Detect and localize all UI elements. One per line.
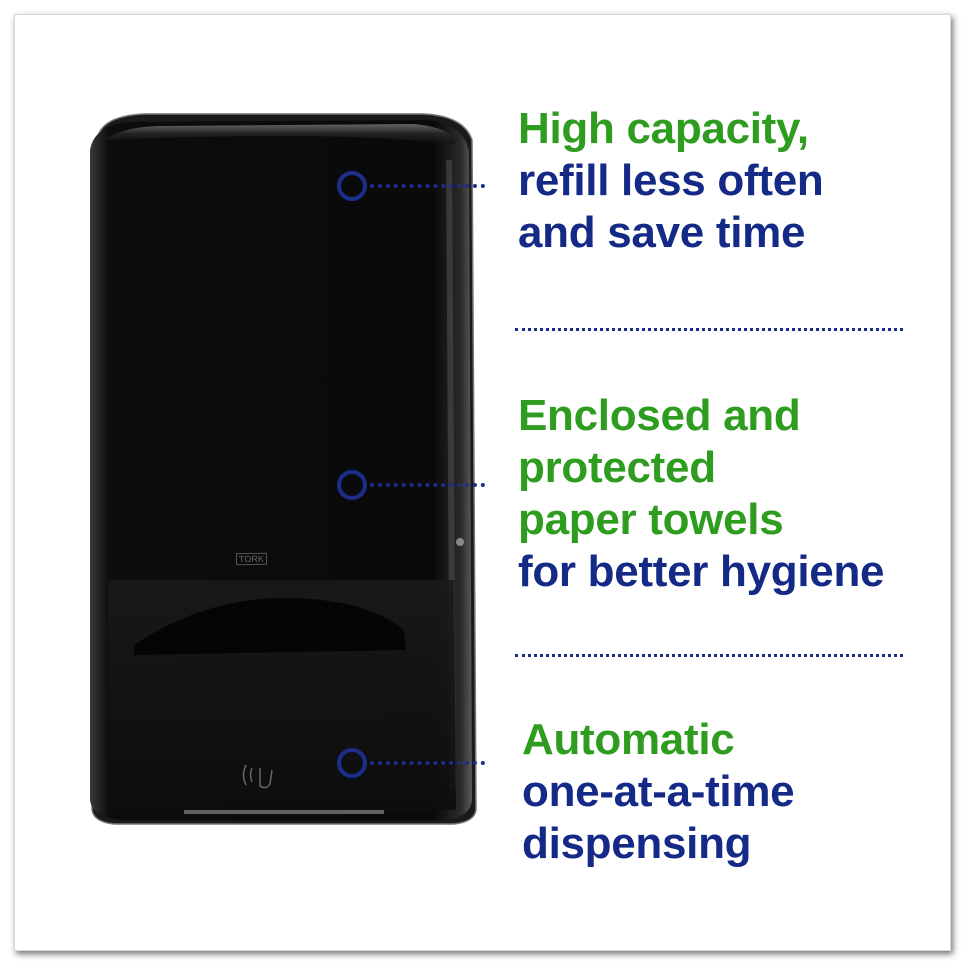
feature-line: for better hygiene: [518, 547, 885, 596]
feature-line: refill less often: [518, 156, 824, 205]
towel-dispenser-image: [84, 110, 484, 830]
hand-wave-sensor-icon: [242, 764, 273, 789]
feature-line: dispensing: [522, 819, 752, 868]
feature-capacity: High capacity, refill less often and sav…: [518, 103, 824, 259]
feature-line: Automatic: [522, 715, 735, 764]
callout-marker: [337, 470, 367, 500]
feature-line: protected: [518, 443, 716, 492]
callout-leader: [370, 184, 485, 188]
feature-line: Enclosed and: [518, 391, 801, 440]
callout-leader: [370, 483, 485, 487]
section-divider: [515, 654, 903, 657]
feature-line: one-at-a-time: [522, 767, 795, 816]
brand-logo: TORK: [235, 552, 267, 566]
feature-dispensing: Automatic one-at-a-time dispensing: [522, 714, 795, 870]
feature-line: paper towels: [518, 495, 784, 544]
feature-hygiene: Enclosed and protected paper towels for …: [518, 390, 885, 598]
callout-leader: [370, 761, 485, 765]
section-divider: [515, 328, 903, 331]
callout-marker: [337, 171, 367, 201]
callout-marker: [337, 748, 367, 778]
feature-line: High capacity,: [518, 104, 809, 153]
feature-line: and save time: [518, 208, 806, 257]
